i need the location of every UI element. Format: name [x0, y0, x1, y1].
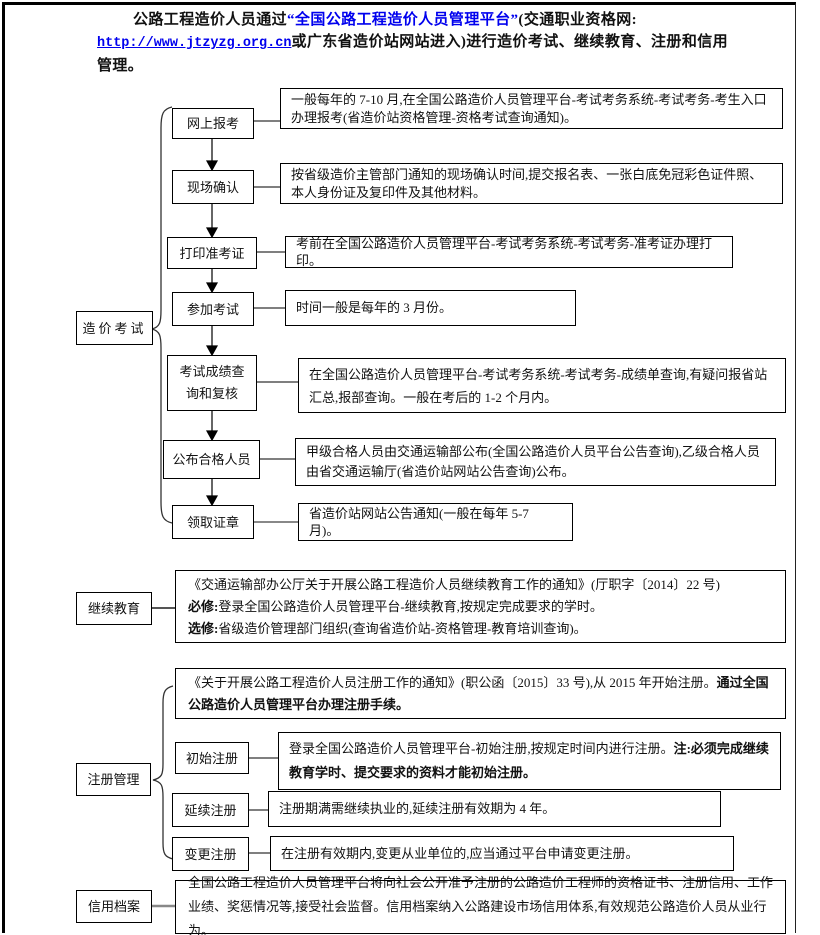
flow-desc-take-exam: 时间一般是每年的 3 月份。 [285, 290, 576, 326]
optional-text: 省级造价管理部门组织(查询省造价站-资格管理-教育培训查询)。 [218, 620, 587, 636]
flow-desc-receive-cert: 省造价站网站公告通知(一般在每年 5-7 月)。 [298, 503, 573, 541]
flow-desc-initial-registration: 登录全国公路造价人员管理平台-初始注册,按规定时间内进行注册。注:必须完成继续教… [278, 732, 781, 790]
flow-desc-score-query: 在全国公路造价人员管理平台-考试考务系统-考试考务-成绩单查询,有疑问报省站汇总… [298, 358, 786, 413]
flow-desc-online-signup: 一般每年的 7-10 月,在全国公路造价人员管理平台-考试考务系统-考试考务-考… [280, 88, 783, 129]
section-label-exam: 造价考试 [76, 311, 153, 345]
desc-text: 登录全国公路造价人员管理平台-初始注册,按规定时间内进行注册。注:必须完成继续教… [289, 737, 770, 785]
platform-name-text: “全国公路工程造价人员管理平台” [287, 12, 519, 28]
flow-desc-print-ticket: 考前在全国公路造价人员管理平台-考试考务系统-考试考务-准考证办理打印。 [285, 236, 733, 268]
flow-desc-change-registration: 在注册有效期内,变更从业单位的,应当通过平台申请变更注册。 [270, 836, 734, 871]
registration-notice-box: 《关于开展公路工程造价人员注册工作的通知》(职公函〔2015〕33 号),从 2… [175, 668, 786, 719]
section-label-credit: 信用档案 [76, 890, 152, 923]
required-text: 登录全国公路造价人员管理平台-继续教育,按规定完成要求的学时。 [218, 598, 603, 614]
flow-step-change-registration: 变更注册 [172, 837, 249, 871]
education-required-line: 必修:登录全国公路造价人员管理平台-继续教育,按规定完成要求的学时。 [188, 596, 720, 618]
header-line-1: 公路工程造价人员通过“全国公路工程造价人员管理平台”(交通职业资格网: [97, 9, 737, 31]
header-mid: (交通职业资格网: [518, 12, 638, 28]
flow-desc-onsite-confirm: 按省级造价主管部门通知的现场确认时间,提交报名表、一张白底免冠彩色证件照、本人身… [280, 163, 783, 204]
flow-step-score-query: 考试成绩查询和复核 [167, 355, 257, 411]
section-label-registration: 注册管理 [76, 763, 151, 796]
education-optional-line: 选修:省级造价管理部门组织(查询省造价站-资格管理-教育培训查询)。 [188, 618, 720, 640]
flow-step-onsite-confirm: 现场确认 [172, 170, 254, 204]
education-desc-box: 《交通运输部办公厅关于开展公路工程造价人员继续教育工作的通知》(厅职字〔2014… [175, 570, 786, 643]
desc-text: 按省级造价主管部门通知的现场确认时间,提交报名表、一张白底免冠彩色证件照、本人身… [291, 166, 763, 200]
desc-text: 甲级合格人员由交通运输部公布(全国公路造价人员平台公告查询),乙级合格人员由省交… [306, 444, 760, 479]
header-line-2: http://www.jtzyzg.org.cn或广东省造价站网站进入)进行造价… [97, 31, 737, 55]
optional-label: 选修: [188, 620, 219, 636]
credit-desc-box: 全国公路工程造价人员管理平台将向社会公开准予注册的公路造价工程师的资格证书、注册… [175, 875, 786, 935]
flow-step-online-signup: 网上报考 [172, 108, 254, 139]
flow-step-take-exam: 参加考试 [172, 292, 254, 326]
registration-notice-text: 《关于开展公路工程造价人员注册工作的通知》(职公函〔2015〕33 号),从 2… [188, 672, 773, 716]
curly-brace-registration [152, 685, 174, 860]
desc-text: 在注册有效期内,变更从业单位的,应当通过平台申请变更注册。 [281, 845, 639, 863]
desc-text: 考前在全国公路造价人员管理平台-考试考务系统-考试考务-准考证办理打印。 [296, 235, 712, 269]
desc-text: 时间一般是每年的 3 月份。 [296, 300, 453, 316]
header-line-3: 管理。 [97, 58, 144, 74]
notice-normal: 《关于开展公路工程造价人员注册工作的通知》(职公函〔2015〕33 号),从 2… [188, 674, 717, 690]
required-label: 必修: [188, 598, 219, 614]
header-prefix: 公路工程造价人员通过 [133, 12, 288, 28]
section-label-education: 继续教育 [76, 592, 152, 625]
desc-text: 一般每年的 7-10 月,在全国公路造价人员管理平台-考试考务系统-考试考务-考… [291, 91, 767, 125]
doc-url-link[interactable]: http://www.jtzyzg.org.cn [97, 36, 292, 51]
flow-step-print-ticket: 打印准考证 [167, 237, 257, 269]
desc-normal: 登录全国公路造价人员管理平台-初始注册,按规定时间内进行注册。 [289, 741, 674, 756]
header-suffix: 或广东省造价站网站进入)进行造价考试、继续教育、注册和信用 [291, 34, 729, 50]
doc-header: 公路工程造价人员通过“全国公路工程造价人员管理平台”(交通职业资格网: http… [97, 9, 737, 77]
desc-text: 在全国公路造价人员管理平台-考试考务系统-考试考务-成绩单查询,有疑问报省站汇总… [309, 366, 768, 405]
flow-desc-renewal-registration: 注册期满需继续执业的,延续注册有效期为 4 年。 [268, 791, 721, 827]
education-desc-lines: 《交通运输部办公厅关于开展公路工程造价人员继续教育工作的通知》(厅职字〔2014… [188, 574, 720, 640]
desc-normal: 在注册有效期内,变更从业单位的,应当通过平台申请变更注册。 [281, 845, 639, 861]
flow-desc-publish-passers: 甲级合格人员由交通运输部公布(全国公路造价人员平台公告查询),乙级合格人员由省交… [295, 438, 776, 486]
notice-bold: 通过全国公路造价人员管理平台办理注册手续。 [188, 674, 769, 712]
flow-step-renewal-registration: 延续注册 [172, 793, 249, 827]
desc-text: 注册期满需继续执业的,延续注册有效期为 4 年。 [279, 800, 555, 818]
desc-text: 省造价站网站公告通知(一般在每年 5-7 月)。 [309, 505, 529, 539]
flow-step-publish-passers: 公布合格人员 [163, 440, 260, 479]
flow-step-receive-cert: 领取证章 [172, 505, 254, 539]
desc-bold: 注:必须完成继续教育学时、提交要求的资料才能初始注册。 [289, 741, 769, 780]
flow-step-initial-registration: 初始注册 [175, 742, 249, 774]
education-notice-line: 《交通运输部办公厅关于开展公路工程造价人员继续教育工作的通知》(厅职字〔2014… [188, 576, 720, 592]
desc-normal: 注册期满需继续执业的,延续注册有效期为 4 年。 [279, 801, 556, 817]
desc-text: 全国公路工程造价人员管理平台将向社会公开准予注册的公路造价工程师的资格证书、注册… [188, 875, 774, 935]
